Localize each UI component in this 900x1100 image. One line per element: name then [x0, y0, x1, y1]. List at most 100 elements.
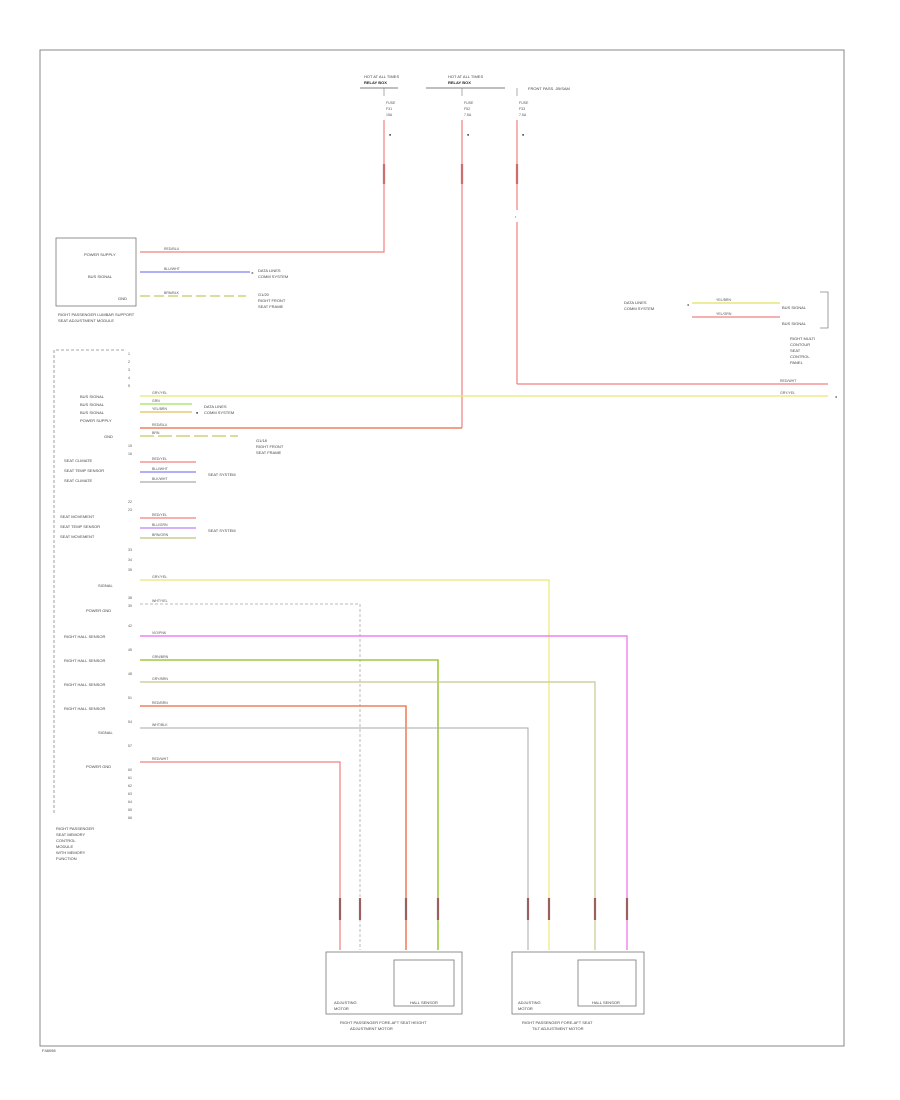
- svg-text:■: ■: [522, 133, 524, 137]
- motor-cell2: HALL SENSOR: [410, 1000, 438, 1005]
- svg-text:38: 38: [128, 596, 132, 600]
- wire-motor-signal-1: [140, 579, 550, 950]
- dest-label: DATA LINES: [204, 404, 227, 409]
- fuse-f31: HOT AT ALL TIMES RELAY BOX FUSE F31 15A …: [360, 74, 399, 137]
- wire-color-label: RED/WHT: [152, 757, 169, 761]
- right-dest: DATA LINES: [624, 300, 647, 305]
- motor-title: RIGHT PASSENGER FORE-AFT SEAT: [522, 1020, 593, 1025]
- right-title: PANEL: [790, 360, 804, 365]
- wire-color-label: BLU/WHT: [164, 267, 181, 271]
- main-module-title: RIGHT PASSENGER: [56, 826, 94, 831]
- svg-text:66: 66: [128, 816, 132, 820]
- wire-color-label: YEL/GRN: [716, 312, 732, 316]
- motor-pin-label: POWER GND: [86, 608, 111, 613]
- svg-text:35: 35: [128, 568, 132, 572]
- motor-title: TILT ADJUSTMENT MOTOR: [532, 1026, 584, 1031]
- seat-system-label: SEAT SYSTEM: [208, 472, 236, 477]
- svg-text:57: 57: [128, 744, 132, 748]
- main-module-title: WITH MEMORY: [56, 850, 86, 855]
- right-title: CONTOUR: [790, 342, 810, 347]
- wire-color-label: GRY/YEL: [152, 575, 167, 579]
- fuse-source-line1: HOT AT ALL TIMES: [364, 74, 399, 79]
- main-pin-label: BUS SIGNAL: [80, 394, 105, 399]
- motor-pin-label: RIGHT HALL SENSOR: [64, 658, 105, 663]
- fuse-number: F31: [386, 107, 392, 111]
- svg-text:42: 42: [128, 624, 132, 628]
- fuse-source-line1: HOT AT ALL TIMES: [448, 74, 483, 79]
- wire-color-label: WHT/YEL: [152, 599, 168, 603]
- wire-color-label: RED/WHT: [780, 379, 797, 383]
- svg-text:22: 22: [128, 500, 132, 504]
- dest-label: RIGHT FRONT: [258, 298, 286, 303]
- main-pin-label: GND: [104, 434, 113, 439]
- motor-connectors: [338, 898, 629, 920]
- svg-text:1: 1: [128, 352, 130, 356]
- right-title: RIGHT MULTI: [790, 336, 815, 341]
- wire-color-label: BRN: [152, 431, 160, 435]
- main-pin-label: SEAT MOVEMENT: [60, 514, 95, 519]
- svg-text:◄: ◄: [686, 303, 689, 307]
- svg-text:5: 5: [128, 384, 130, 388]
- junction-box-label: FRONT PASS. JB/SAM: [528, 86, 570, 91]
- fuse-label: FUSE: [386, 101, 396, 105]
- fuse-number: F33: [519, 107, 525, 111]
- svg-text:48: 48: [128, 672, 132, 676]
- right-dest: COMM SYSTEM: [624, 306, 654, 311]
- svg-text:•: •: [515, 215, 517, 219]
- svg-text:45: 45: [128, 648, 132, 652]
- fuse-label: FUSE: [464, 101, 474, 105]
- fuse-amps: 15A: [386, 113, 393, 117]
- wire-color-label: GRY/BRN: [152, 677, 168, 681]
- main-pin-label: POWER SUPPLY: [80, 418, 112, 423]
- svg-text:3: 3: [128, 368, 130, 372]
- right-title: SEAT: [790, 348, 801, 353]
- motor-title: RIGHT PASSENGER FORE-AFT SEAT HEIGHT: [340, 1020, 427, 1025]
- svg-text:60: 60: [128, 768, 132, 772]
- wire-hall-1: [140, 635, 628, 950]
- svg-text:23: 23: [128, 508, 132, 512]
- motor-pin-label: SIGNAL: [98, 730, 113, 735]
- motor-pin-label: RIGHT HALL SENSOR: [64, 706, 105, 711]
- wire-motor-signal-2: [140, 727, 529, 950]
- wire-hall-4: [140, 705, 407, 950]
- svg-text:16: 16: [128, 452, 132, 456]
- wire-color-label: RED/YEL: [152, 513, 167, 517]
- wire-color-label: BLK/WHT: [152, 477, 168, 481]
- motor-pin-label: SIGNAL: [98, 583, 113, 588]
- dest-label: SEAT FRAME: [256, 450, 282, 455]
- right-pin-label: BUS SIGNAL: [782, 321, 807, 326]
- wire-motor-gnd-2: [140, 761, 341, 950]
- wire-color-label: BLU/GRN: [152, 523, 168, 527]
- svg-text:63: 63: [128, 792, 132, 796]
- main-module-title: SEAT MEMORY: [56, 832, 85, 837]
- main-pin-label: SEAT MOVEMENT: [60, 534, 95, 539]
- wire-color-label: RED/BLU: [164, 247, 180, 251]
- fuse-connectors: [382, 164, 519, 184]
- main-pin-label: BUS SIGNAL: [80, 402, 105, 407]
- wire-lumbar-power: [140, 248, 385, 253]
- motor-pin-label: RIGHT HALL SENSOR: [64, 634, 105, 639]
- motor-pin-label: RIGHT HALL SENSOR: [64, 682, 105, 687]
- main-pin-label: SEAT TEMP SENSOR: [64, 468, 104, 473]
- svg-text:■: ■: [196, 411, 198, 415]
- lumbar-module-title: SEAT ADJUSTMENT MODULE: [58, 318, 114, 323]
- motor-2: ADJUSTING MOTOR HALL SENSOR RIGHT PASSEN…: [511, 951, 645, 1031]
- diagram-border: [39, 49, 845, 1047]
- dest-label: G1/20: [258, 292, 270, 297]
- wire-color-label: GRY/YEL: [152, 391, 167, 395]
- diagram-code: F48098: [42, 1048, 56, 1053]
- wire-color-label: RED/BLU: [152, 423, 168, 427]
- dest-label: SEAT FRAME: [258, 304, 284, 309]
- main-pin-label: BUS SIGNAL: [80, 410, 105, 415]
- svg-text:33: 33: [128, 548, 132, 552]
- svg-text:62: 62: [128, 784, 132, 788]
- motor-cell1: MOTOR: [334, 1006, 349, 1011]
- svg-text:65: 65: [128, 808, 132, 812]
- svg-text:34: 34: [128, 558, 132, 562]
- lumbar-pin-label: BUS SIGNAL: [88, 274, 113, 279]
- wire-color-label: BRN/GRN: [152, 533, 169, 537]
- motor-cell1: ADJUSTING: [334, 1000, 357, 1005]
- motor-cell1: ADJUSTING: [518, 1000, 541, 1005]
- svg-text:4: 4: [128, 376, 130, 380]
